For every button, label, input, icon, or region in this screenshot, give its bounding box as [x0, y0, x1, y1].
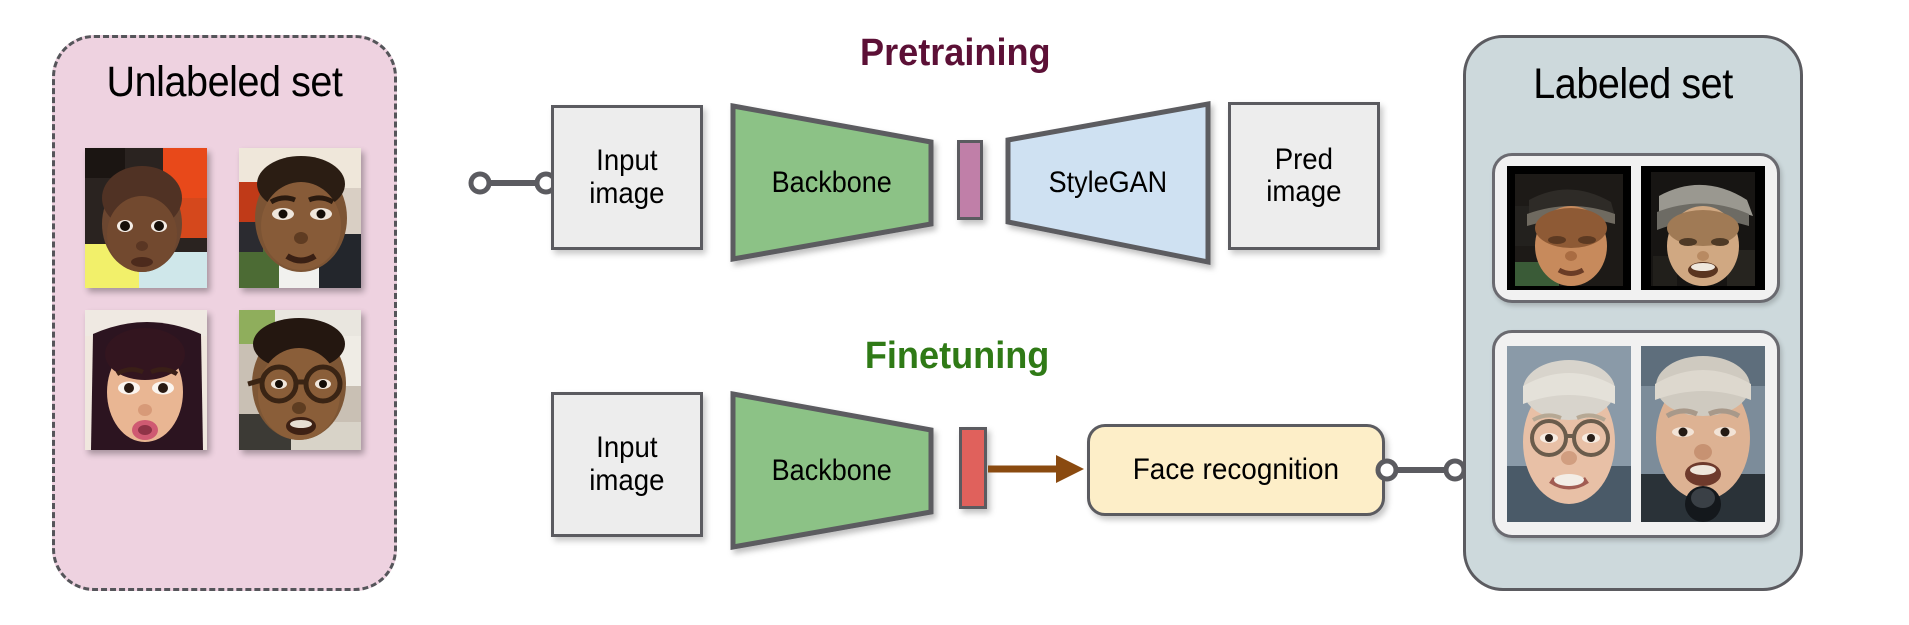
arrow-bottleneck-to-face-recognition [988, 452, 1086, 486]
unlabeled-set-title: Unlabeled set [106, 58, 343, 106]
stylegan-label: StyleGAN [1048, 166, 1168, 199]
pred-image-line1: Pred [1274, 142, 1334, 176]
pair-capped-man [1492, 153, 1780, 303]
pretraining-input-image-line2: image [589, 176, 665, 210]
finetuning-input-image-line1: Input [596, 431, 658, 465]
pretraining-title: Pretraining [860, 32, 1051, 74]
photo-elder-man-b [1641, 346, 1765, 522]
pair-elder-man [1492, 330, 1780, 538]
stylegan-label-wrap: StyleGAN [1002, 98, 1214, 268]
pretraining-input-image-box: Input image [551, 105, 703, 250]
finetuning-title: Finetuning [864, 335, 1050, 377]
pred-image-line2: image [1266, 175, 1342, 208]
photo-cap-man-a [1507, 166, 1631, 290]
finetuning-backbone-label: Backbone [771, 453, 893, 487]
pred-image-box: Pred image [1228, 102, 1380, 250]
pretraining-backbone-label-wrap: Backbone [727, 100, 937, 265]
labeled-set-title: Labeled set [1533, 60, 1733, 108]
photo-woman [85, 310, 207, 450]
pretraining-input-image-line1: Input [596, 144, 658, 178]
pretraining-backbone-label: Backbone [771, 165, 893, 199]
finetuning-input-image-box: Input image [551, 392, 703, 537]
unlabeled-set-panel: Unlabeled set [52, 35, 397, 591]
face-recognition-box: Face recognition [1087, 424, 1385, 516]
connector-unlabeled-to-input [468, 168, 558, 198]
pretraining-bottleneck-bar [957, 140, 983, 220]
photo-man-suit [238, 148, 361, 288]
photo-cap-man-b [1641, 166, 1765, 290]
labeled-set-panel: Labeled set [1463, 35, 1803, 591]
finetuning-bottleneck-bar [959, 427, 987, 509]
finetuning-backbone-shape: Backbone [727, 388, 937, 553]
unlabeled-face-grid [85, 148, 370, 450]
pretraining-backbone-shape: Backbone [727, 100, 937, 265]
photo-toddler [85, 148, 207, 288]
face-recognition-label: Face recognition [1132, 453, 1340, 486]
stylegan-shape: StyleGAN [1002, 98, 1214, 268]
finetuning-backbone-label-wrap: Backbone [727, 388, 937, 553]
photo-elder-man-a [1507, 346, 1631, 522]
finetuning-input-image-line2: image [589, 463, 665, 497]
photo-man-glasses [238, 310, 361, 450]
connector-face-recognition-to-labeled [1375, 455, 1467, 485]
